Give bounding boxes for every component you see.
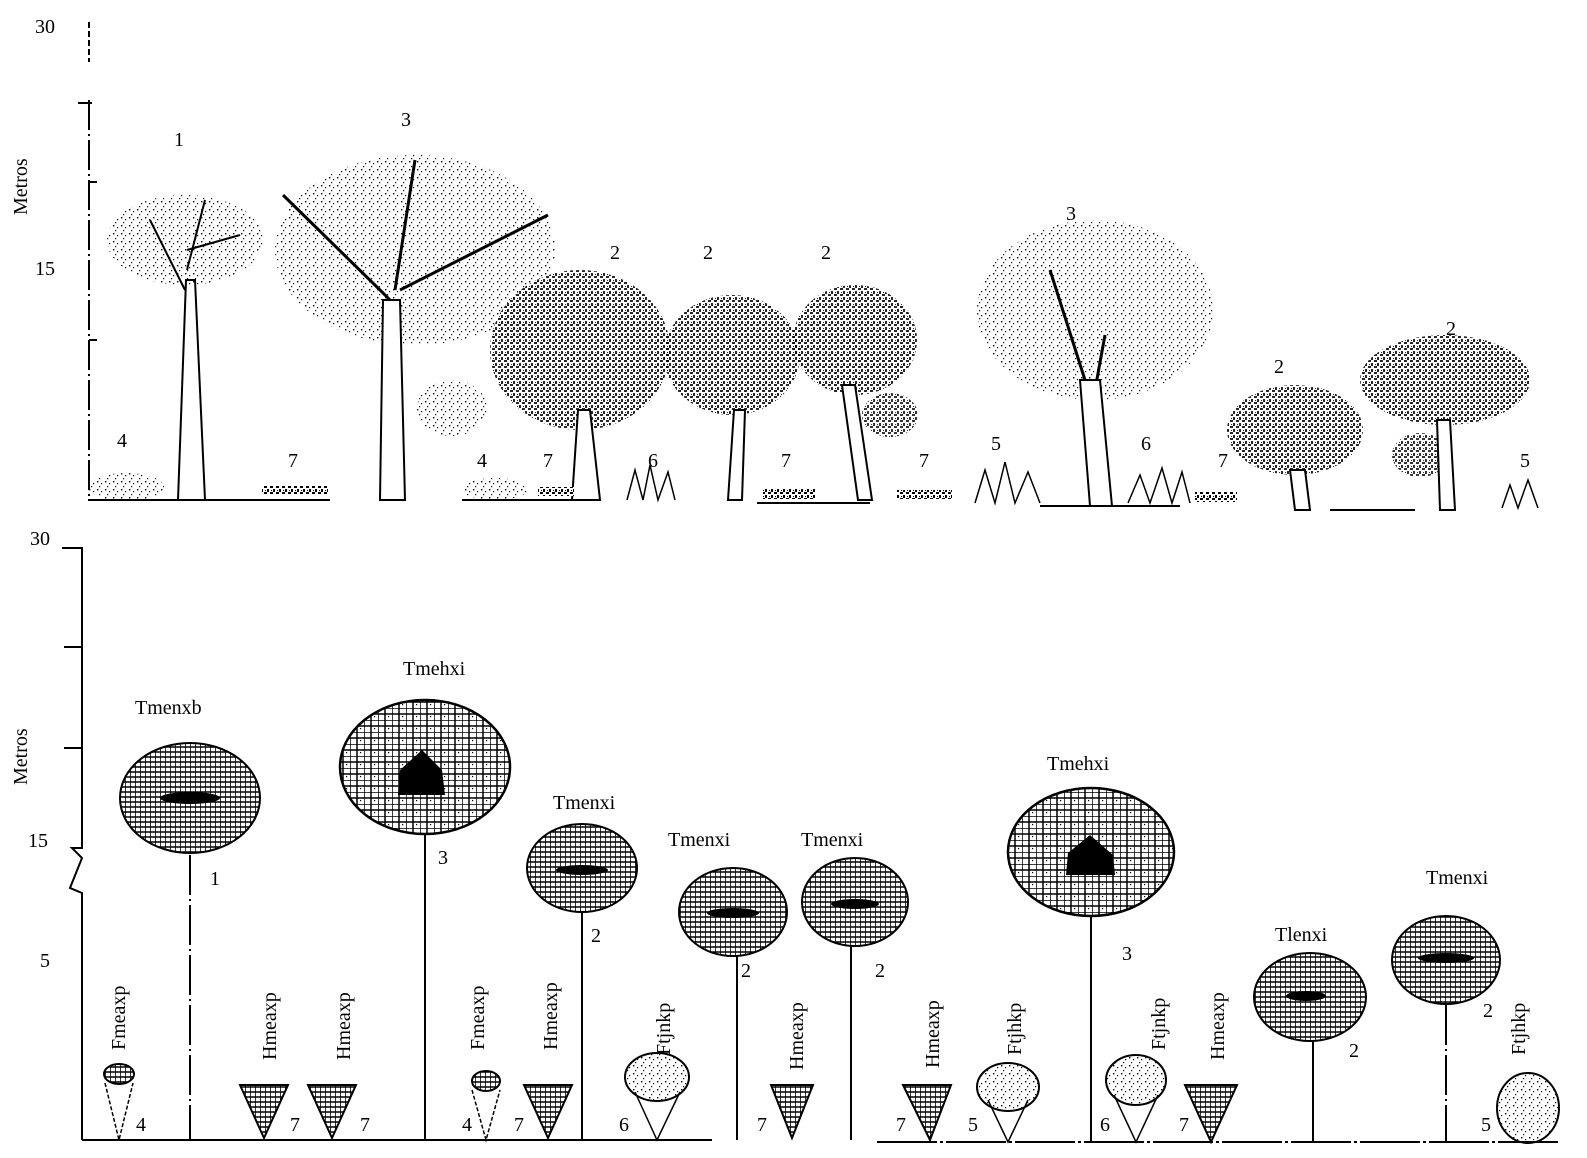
crown-code-labels: Tmenxb Tmehxi Tmenxi Tmenxi Tmenxi Tmehx… <box>135 658 1489 946</box>
top-tree-label: 2 <box>610 242 620 264</box>
crown-number: 3 <box>438 847 448 869</box>
small-number: 6 <box>619 1114 629 1136</box>
top-tree-numbers: 1 3 2 2 2 3 2 2 <box>174 109 1456 378</box>
crown-tmehxi-3 <box>338 698 512 1140</box>
tree-2-c <box>793 285 918 501</box>
small-number: 5 <box>1481 1114 1491 1136</box>
top-ground-label: 4 <box>117 430 127 452</box>
bottom-tick-5: 5 <box>40 950 50 972</box>
tree-3-right <box>977 220 1213 507</box>
top-ground-vegetation <box>88 461 1539 511</box>
small-number: 7 <box>757 1114 767 1136</box>
top-y-axis-label: Metros <box>10 158 32 215</box>
small-code: Hmeaxp <box>786 1002 808 1070</box>
small-code-labels: Fmeaxp Hmeaxp Hmeaxp Fmeaxp Hmeaxp Ftjnk… <box>108 982 1530 1070</box>
small-number: 4 <box>136 1114 146 1136</box>
crown-code: Tmehxi <box>403 658 466 680</box>
top-ground-label: 7 <box>288 450 298 472</box>
tree-2-d <box>1227 385 1363 511</box>
bottom-y-axis-label: Metros <box>10 728 32 785</box>
crown-number: 3 <box>1122 943 1132 965</box>
bottom-tick-30: 30 <box>30 528 50 550</box>
top-ground-numbers: 4 7 4 7 6 7 7 5 6 7 5 <box>117 430 1530 472</box>
small-code: Hmeaxp <box>1207 992 1229 1060</box>
crown-tlenxi-2 <box>1253 952 1367 1142</box>
small-code: Hmeaxp <box>259 992 281 1060</box>
crown-code: Tmenxi <box>1426 867 1489 889</box>
small-plant-symbols <box>103 1052 1560 1145</box>
crown-number: 2 <box>1349 1040 1359 1062</box>
small-number: 6 <box>1100 1114 1110 1136</box>
small-code: Ftjnkp <box>1148 998 1170 1050</box>
top-tree-label: 3 <box>1066 203 1076 225</box>
small-number: 7 <box>360 1114 370 1136</box>
top-ground-label: 5 <box>991 433 1001 455</box>
small-code: Fmeaxp <box>467 986 489 1050</box>
small-number: 4 <box>462 1114 472 1136</box>
small-number: 7 <box>290 1114 300 1136</box>
bottom-ground-line <box>82 1139 1560 1143</box>
tree-2-b <box>664 295 800 501</box>
top-tick-15: 15 <box>35 258 55 280</box>
top-tree-label: 2 <box>1446 318 1456 340</box>
top-ground-label: 7 <box>781 450 791 472</box>
bottom-tick-15: 15 <box>28 830 48 852</box>
crown-code: Tmehxi <box>1047 753 1110 775</box>
crown-tmenxi-2-c <box>801 857 909 1140</box>
crown-code: Tmenxi <box>801 829 864 851</box>
small-number: 7 <box>514 1114 524 1136</box>
crown-tmenxi-2-a <box>526 823 638 1140</box>
crown-code: Tmenxb <box>135 697 202 719</box>
top-tree-label: 3 <box>401 109 411 131</box>
small-number: 7 <box>1179 1114 1189 1136</box>
top-ground-label: 6 <box>1141 433 1151 455</box>
crown-number: 2 <box>591 925 601 947</box>
small-code: Ftjhkp <box>1004 1003 1026 1055</box>
top-ground-label: 4 <box>477 450 487 472</box>
top-tick-30: 30 <box>35 16 55 38</box>
small-code: Ftjnkp <box>653 1003 675 1055</box>
crown-tmenxi-2-b <box>678 867 788 1140</box>
top-tree-label: 1 <box>174 129 184 151</box>
bottom-panel: 30 15 5 Metros <box>10 528 1560 1145</box>
tree-2-a <box>490 270 670 501</box>
small-number-labels: 4 7 7 4 7 6 7 7 5 6 7 5 <box>136 1114 1491 1136</box>
small-code: Hmeaxp <box>540 982 562 1050</box>
crown-tmenxi-2-right <box>1391 915 1501 1142</box>
small-code: Fmeaxp <box>108 986 130 1050</box>
top-panel: 30 15 Metros <box>10 16 1539 511</box>
crown-tmenxb-1 <box>119 742 261 1140</box>
crown-number-labels: 1 3 2 2 2 3 2 2 <box>210 847 1493 1062</box>
top-ground-label: 7 <box>543 450 553 472</box>
bottom-y-axis <box>62 547 84 1140</box>
top-ground-label: 6 <box>648 450 658 472</box>
tree-3-large <box>275 155 555 501</box>
crown-number: 1 <box>210 868 220 890</box>
crown-code: Tmenxi <box>553 792 616 814</box>
top-tree-label: 2 <box>703 242 713 264</box>
top-ground-label: 5 <box>1520 450 1530 472</box>
top-y-axis: 30 15 Metros <box>10 16 97 500</box>
crown-code: Tlenxi <box>1275 924 1328 946</box>
crown-code: Tmenxi <box>668 829 731 851</box>
small-number: 5 <box>968 1114 978 1136</box>
small-code: Ftjhkp <box>1508 1003 1530 1055</box>
top-tree-label: 2 <box>821 242 831 264</box>
top-ground-label: 7 <box>1218 450 1228 472</box>
tree-1 <box>107 195 263 501</box>
crown-number: 2 <box>1483 1000 1493 1022</box>
small-code: Hmeaxp <box>922 1000 944 1068</box>
top-tree-label: 2 <box>1274 356 1284 378</box>
small-number: 7 <box>896 1114 906 1136</box>
top-ground-label: 7 <box>919 450 929 472</box>
crown-number: 2 <box>741 960 751 982</box>
small-code: Hmeaxp <box>333 992 355 1060</box>
crown-tmehxi-3-right <box>1006 786 1176 1142</box>
tree-2-e <box>1360 335 1530 511</box>
crown-number: 2 <box>875 960 885 982</box>
